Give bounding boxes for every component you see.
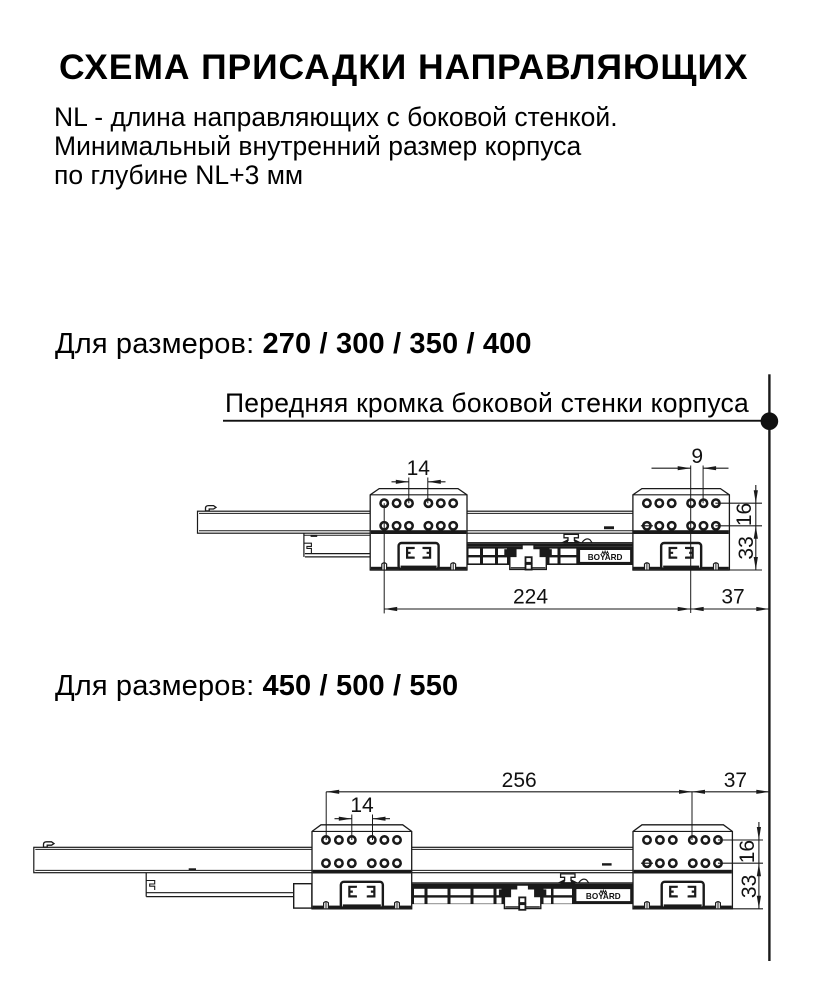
svg-text:256: 256 xyxy=(502,769,537,792)
svg-text:37: 37 xyxy=(724,769,747,792)
svg-text:9: 9 xyxy=(691,445,703,468)
svg-text:224: 224 xyxy=(513,586,548,609)
svg-text:14: 14 xyxy=(350,794,374,817)
svg-text:37: 37 xyxy=(721,586,744,609)
svg-text:33: 33 xyxy=(735,536,758,559)
svg-text:14: 14 xyxy=(407,457,431,480)
svg-text:BOYARD: BOYARD xyxy=(588,553,623,562)
svg-text:33: 33 xyxy=(738,875,761,898)
svg-text:16: 16 xyxy=(733,503,756,526)
svg-text:16: 16 xyxy=(736,840,759,863)
svg-text:BOYARD: BOYARD xyxy=(586,892,621,901)
